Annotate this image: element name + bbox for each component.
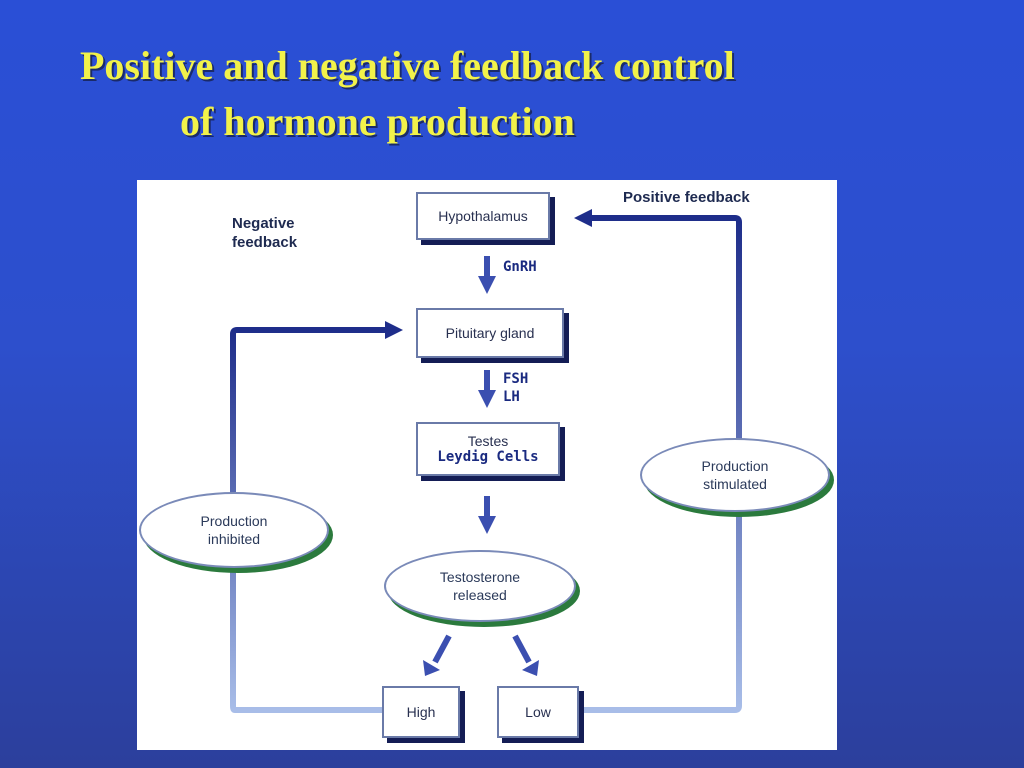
- flow-arrow-fsh-lh: [478, 370, 496, 408]
- title-line-2: of hormone production: [180, 99, 575, 144]
- testosterone-released-ellipse: Testosterone released: [384, 550, 576, 622]
- feedback-diagram: Negative feedback Positive feedback Hypo…: [137, 180, 837, 750]
- lh-label: LH: [503, 389, 520, 405]
- production-inhibited-line2: inhibited: [207, 531, 261, 547]
- negative-feedback-label: Negative feedback: [232, 214, 297, 252]
- fsh-label: FSH: [503, 371, 529, 387]
- flow-arrow-high: [423, 634, 452, 676]
- gnrh-label: GnRH: [503, 259, 537, 275]
- testosterone-label-line1: Testosterone: [439, 569, 521, 585]
- title-line-1: Positive and negative feedback control: [80, 43, 735, 88]
- pituitary-gland-box: Pituitary gland: [416, 308, 564, 358]
- high-box: High: [382, 686, 460, 738]
- production-stimulated-line1: Production: [701, 458, 769, 474]
- slide-title: Positive and negative feedback control o…: [0, 38, 1000, 150]
- flow-arrow-low: [512, 634, 539, 676]
- production-stimulated-line2: stimulated: [703, 476, 767, 492]
- production-inhibited-ellipse: Production inhibited: [139, 492, 329, 568]
- negative-feedback-arrowhead: [385, 321, 403, 339]
- testes-label: Testes: [467, 433, 509, 449]
- production-stimulated-ellipse: Production stimulated: [640, 438, 830, 512]
- negative-feedback-label-line1: Negative: [232, 215, 295, 232]
- flow-arrow-gnrh: [478, 256, 496, 294]
- negative-feedback-label-line2: feedback: [232, 234, 298, 251]
- hypothalamus-box: Hypothalamus: [416, 192, 550, 240]
- positive-feedback-label: Positive feedback: [623, 189, 750, 206]
- testosterone-label-line2: released: [453, 587, 507, 603]
- leydig-cells-label: Leydig Cells: [437, 449, 539, 465]
- positive-feedback-arrowhead: [574, 209, 592, 227]
- testes-box: Testes Leydig Cells: [416, 422, 560, 476]
- production-inhibited-line1: Production: [200, 513, 268, 529]
- low-box: Low: [497, 686, 579, 738]
- flow-arrow-testosterone: [478, 496, 496, 534]
- fsh-lh-label: FSH LH: [503, 370, 528, 406]
